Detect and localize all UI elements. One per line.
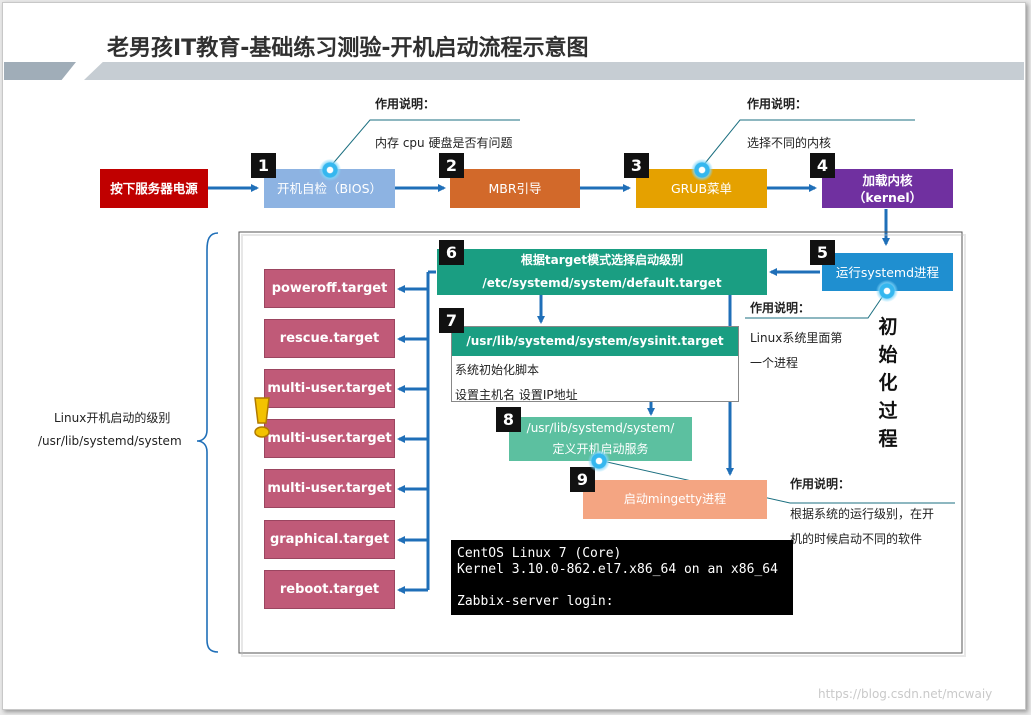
badge-8: 8 — [496, 407, 521, 432]
step8-line1: /usr/lib/systemd/system/ — [526, 421, 675, 435]
target-multi-user-1: multi-user.target — [264, 369, 395, 408]
kernel-step-line2: （kernel） — [852, 189, 923, 205]
target-branch-arrows — [397, 270, 436, 594]
step6-line1: 根据target模式选择启动级别 — [520, 253, 684, 267]
badge-3: 3 — [624, 153, 649, 178]
target-multi-user-3: multi-user.target — [264, 469, 395, 508]
note2-text: 选择不同的内核 — [747, 136, 832, 150]
console-line-4: Zabbix-server login: — [457, 594, 614, 609]
target-multi-user-2: multi-user.target — [264, 419, 395, 458]
badge-7: 7 — [439, 308, 464, 333]
badge-1: 1 — [251, 153, 276, 178]
note4-line2: 机的时候启动不同的软件 — [790, 532, 923, 546]
header-band-right — [84, 62, 1024, 80]
console-line-3 — [457, 578, 793, 594]
warning-exclamation-icon — [254, 397, 270, 438]
callout-line-step8 — [597, 459, 955, 504]
console-line-1: CentOS Linux 7 (Core) — [457, 546, 622, 561]
target-rescue: rescue.target — [264, 319, 395, 358]
mbr-step: MBR引导 — [450, 169, 580, 208]
watermark: https://blog.csdn.net/mcwaiy — [818, 687, 993, 701]
init-char-4: 过 — [878, 400, 898, 422]
badge-6: 6 — [439, 240, 464, 265]
init-char-1: 初 — [878, 316, 898, 338]
bracket-brace — [196, 232, 219, 653]
badge-5: 5 — [810, 240, 835, 265]
note3-line1: Linux系统里面第 — [750, 331, 843, 345]
step9-box: 启动mingetty进程 — [583, 480, 767, 519]
note4-line1: 根据系统的运行级别，在开 — [790, 507, 935, 521]
console-login-screen: CentOS Linux 7 (Core)Kernel 3.10.0-862.e… — [451, 540, 793, 615]
target-graphical: graphical.target — [264, 520, 395, 559]
page-title: 老男孩IT教育-基础练习测验-开机启动流程示意图 — [107, 36, 589, 61]
init-char-5: 程 — [878, 428, 898, 450]
target-poweroff: poweroff.target — [264, 269, 395, 308]
step6-box: 根据target模式选择启动级别 /etc/systemd/system/def… — [437, 249, 767, 295]
init-char-3: 化 — [878, 372, 898, 394]
note2-title: 作用说明： — [747, 97, 808, 111]
side-label-line2: /usr/lib/systemd/system — [38, 434, 182, 448]
note3-title: 作用说明： — [750, 301, 811, 315]
init-char-2: 始 — [878, 344, 898, 366]
header-band-left — [4, 62, 76, 80]
note1-title: 作用说明： — [375, 97, 436, 111]
callout-line-grub — [701, 119, 915, 168]
power-button-step: 按下服务器电源 — [100, 169, 208, 208]
glow-marker-systemd — [876, 280, 898, 302]
init-process-label: 初 始 化 过 程 — [876, 313, 900, 453]
step8-line2: 定义开机启动服务 — [552, 442, 649, 456]
step7-line2: 设置主机名 设置IP地址 — [455, 388, 578, 402]
step7-line1: 系统初始化脚本 — [455, 363, 540, 377]
kernel-step: 加载内核 （kernel） — [822, 169, 953, 208]
side-label-line1: Linux开机启动的级别 — [54, 411, 171, 425]
note1-text: 内存 cpu 硬盘是否有问题 — [375, 136, 513, 150]
console-line-2: Kernel 3.10.0-862.el7.x86_64 on an x86_6… — [457, 562, 778, 577]
glow-marker-step8 — [588, 450, 610, 472]
kernel-step-line1: 加载内核 — [862, 172, 913, 188]
top-flow-arrows — [208, 184, 890, 276]
badge-2: 2 — [439, 153, 464, 178]
glow-marker-grub — [691, 159, 713, 181]
note3-line2: 一个进程 — [750, 356, 799, 370]
callout-line-bios — [329, 119, 520, 168]
target-reboot: reboot.target — [264, 570, 395, 609]
badge-4: 4 — [810, 153, 835, 178]
step7-header: /usr/lib/systemd/system/sysinit.target — [452, 327, 738, 356]
badge-9: 9 — [570, 467, 595, 492]
glow-marker-bios — [319, 159, 341, 181]
note4-title: 作用说明： — [790, 477, 851, 491]
init-panel-border — [238, 231, 963, 654]
step7-box: /usr/lib/systemd/system/sysinit.target 系… — [451, 326, 739, 402]
step6-line2: /etc/systemd/system/default.target — [482, 276, 722, 290]
